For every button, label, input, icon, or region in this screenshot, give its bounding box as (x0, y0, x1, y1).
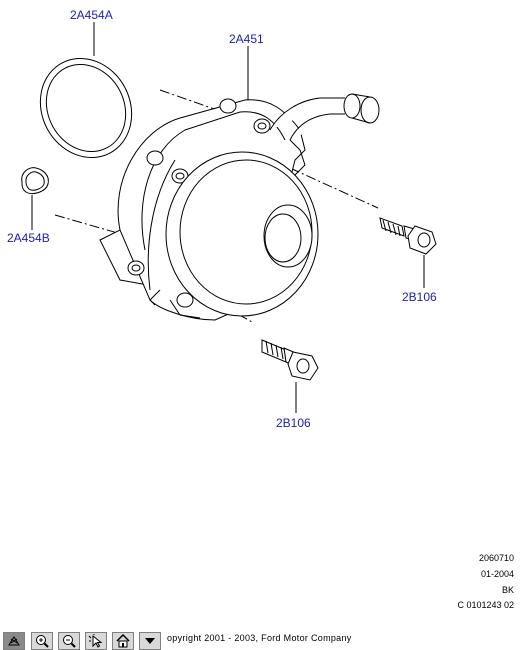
zoom-out-icon[interactable] (58, 632, 80, 650)
gasket-ring (39, 57, 133, 159)
meta-line-1: 2060710 (478, 553, 514, 563)
bolt-lower-drawing (261, 339, 319, 381)
bolt-upper-drawing (379, 217, 437, 255)
callout-gasket[interactable]: 2A454A (70, 8, 113, 22)
callout-pump[interactable]: 2A451 (229, 32, 264, 46)
callout-bolt-lower[interactable]: 2B106 (276, 416, 311, 430)
home-icon[interactable] (112, 632, 134, 650)
dropdown-arrow-icon[interactable] (139, 632, 161, 650)
select-icon[interactable] (85, 632, 107, 650)
zoom-in-icon[interactable] (31, 632, 53, 650)
meta-line-3: BK (501, 585, 514, 595)
meta-line-4: C 0101243 02 (457, 600, 514, 610)
copyright-text: opyright 2001 - 2003, Ford Motor Company (167, 633, 352, 643)
small-seal (21, 167, 49, 195)
meta-line-2: 01-2004 (480, 569, 514, 579)
callout-oring[interactable]: 2A454B (7, 231, 50, 245)
callout-bolt-upper[interactable]: 2B106 (402, 290, 437, 304)
water-pump-exploded-diagram (21, 22, 437, 413)
water-pump-body (99, 98, 319, 321)
outlet-pipe (269, 93, 380, 176)
pan-icon[interactable] (3, 632, 25, 650)
